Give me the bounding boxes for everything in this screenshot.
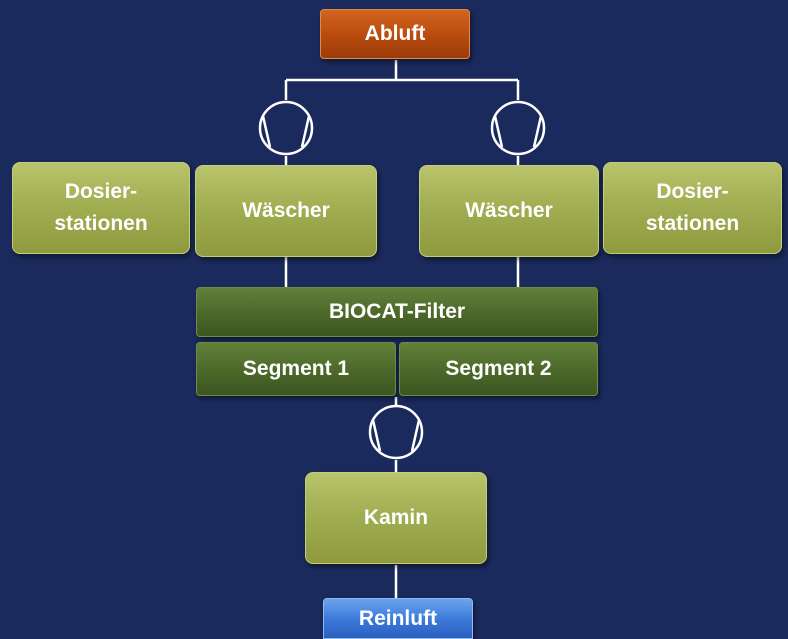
fan-icon [258,100,314,156]
reinluft-box: Reinluft [323,598,473,639]
dosierstationen-right-box: Dosier- stationen [603,162,782,254]
dosierstationen-left-box: Dosier- stationen [12,162,190,254]
fan-icon [490,100,546,156]
kamin-label: Kamin [363,506,429,529]
dosierstationen-right-line2: stationen [645,212,740,235]
waescher-left-label: Wäscher [242,199,330,222]
reinluft-label: Reinluft [358,606,438,630]
dosierstationen-right-line1: Dosier- [656,180,729,203]
dosierstationen-left-line2: stationen [54,212,148,235]
dosierstationen-left-line1: Dosier- [64,180,138,203]
segment-2-box: Segment 2 [399,342,598,396]
kamin-box: Kamin [305,472,487,564]
biocat-filter-box: BIOCAT-Filter [196,287,598,337]
abluft-label: Abluft [364,22,426,45]
segment-1-box: Segment 1 [196,342,396,396]
segment-1-label: Segment 1 [242,357,350,380]
waescher-left-box: Wäscher [195,165,377,257]
fan-icon [368,404,424,460]
segment-2-label: Segment 2 [445,357,552,380]
abluft-box: Abluft [320,9,470,59]
waescher-right-box: Wäscher [419,165,599,257]
biocat-filter-label: BIOCAT-Filter [328,300,466,323]
waescher-right-label: Wäscher [465,199,553,222]
